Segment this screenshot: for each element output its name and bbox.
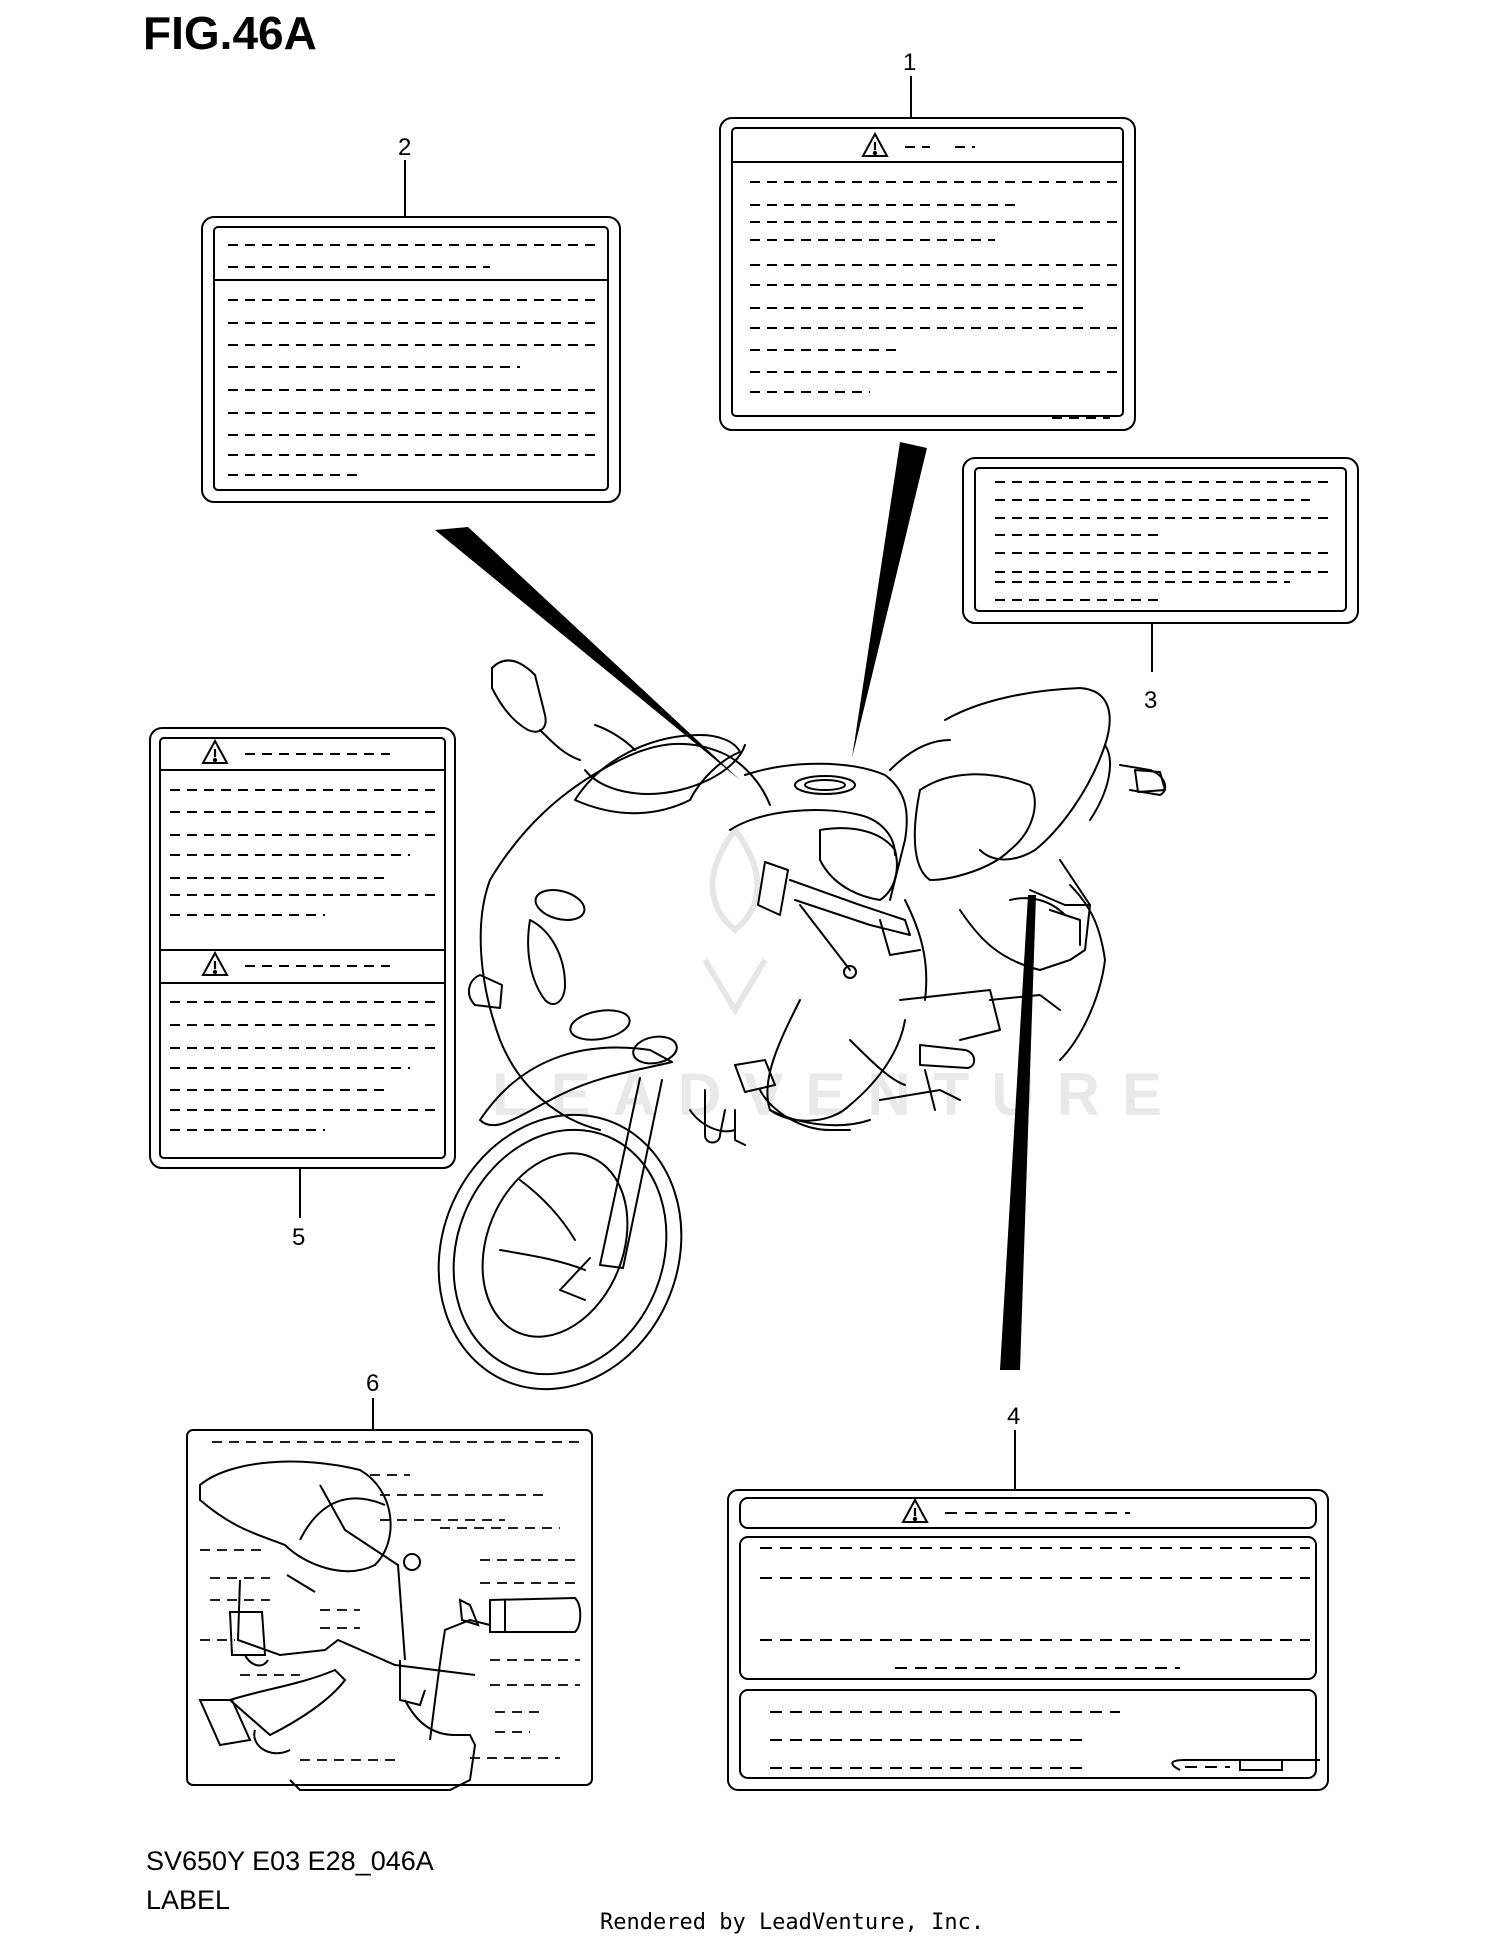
- callout-number-2: 2: [398, 134, 411, 161]
- render-credit: Rendered by LeadVenture, Inc.: [600, 1910, 985, 1935]
- warning-label-5: [149, 727, 456, 1169]
- pointer-label-1: [852, 442, 927, 758]
- watermark: LEADVENTURE: [492, 824, 1184, 1128]
- section-name: LABEL: [146, 1885, 231, 1915]
- callout-number-5: 5: [292, 1224, 305, 1251]
- watermark-text: LEADVENTURE: [492, 1061, 1184, 1128]
- routing-label-6: [186, 1429, 593, 1791]
- pointer-label-4: [1000, 895, 1036, 1370]
- callout-number-4: 4: [1007, 1403, 1020, 1430]
- callout-number-6: 6: [366, 1370, 379, 1397]
- pointer-label-2: [435, 527, 740, 780]
- figure-title: FIG.46A: [143, 7, 317, 59]
- callout-number-1: 1: [903, 49, 916, 76]
- model-code: SV650Y E03 E28_046A: [146, 1846, 434, 1876]
- info-label-3: [962, 457, 1359, 624]
- callout-number-3: 3: [1144, 687, 1157, 714]
- pointer-wedges: [435, 442, 1036, 1370]
- info-label-2: [201, 216, 621, 503]
- warning-label-4: [727, 1489, 1329, 1791]
- warning-label-1: [719, 117, 1136, 431]
- motorcycle-illustration: [437, 659, 1167, 1391]
